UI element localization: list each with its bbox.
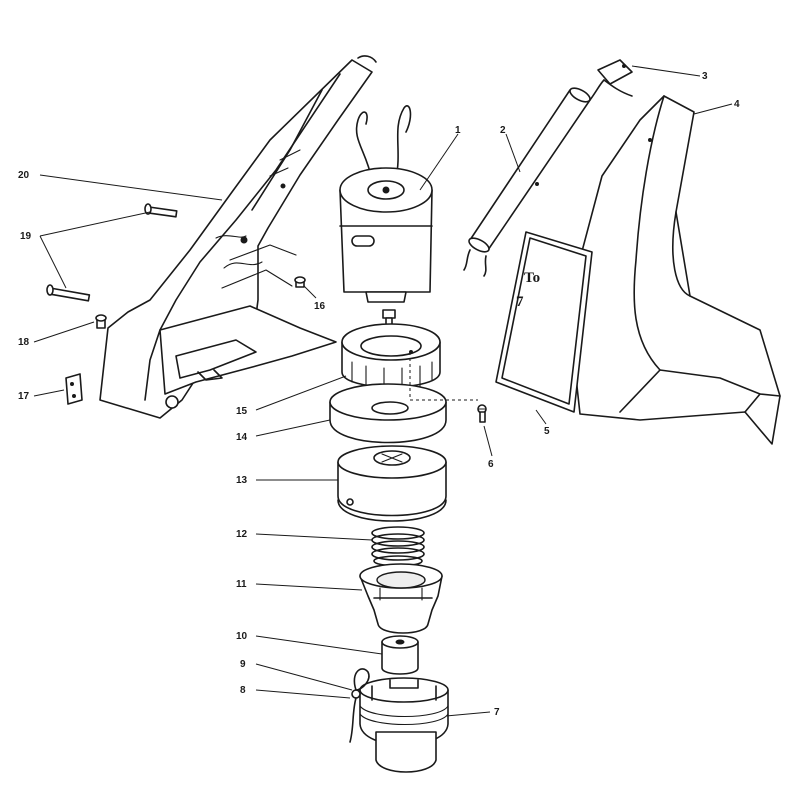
callout-17: 17 bbox=[18, 391, 30, 402]
callout-9: 9 bbox=[240, 659, 246, 670]
callout-13: 13 bbox=[236, 475, 248, 486]
part-16-screw bbox=[294, 276, 306, 288]
callout-8: 8 bbox=[240, 685, 246, 696]
alignment-lines bbox=[409, 352, 478, 401]
part-3-plug bbox=[589, 59, 633, 101]
callout-5: 5 bbox=[544, 426, 550, 437]
part-20-housing-half bbox=[99, 55, 377, 419]
part-2-cord-tube bbox=[463, 87, 591, 277]
part-5-label-card: To 7 bbox=[495, 231, 593, 413]
callout-3: 3 bbox=[702, 71, 708, 82]
label-card-line2: 7 bbox=[516, 294, 524, 310]
part-9-line bbox=[349, 668, 370, 743]
callout-16: 16 bbox=[314, 301, 326, 312]
part-1-motor bbox=[339, 105, 433, 303]
callout-10: 10 bbox=[236, 631, 248, 642]
callout-20: 20 bbox=[18, 170, 30, 181]
part-11-adapter bbox=[359, 563, 443, 634]
part-15-nut bbox=[341, 323, 441, 391]
callout-numbers: 1 2 3 4 5 6 7 8 9 10 11 12 13 14 15 16 1… bbox=[18, 71, 740, 718]
leader-lines bbox=[33, 65, 733, 717]
part-4-guard bbox=[567, 95, 781, 445]
part-8-eyelet bbox=[351, 689, 361, 699]
part-10-spacer bbox=[381, 635, 419, 675]
callout-7: 7 bbox=[494, 707, 500, 718]
part-19-screws bbox=[46, 203, 178, 302]
callout-19: 19 bbox=[20, 231, 32, 242]
callout-12: 12 bbox=[236, 529, 248, 540]
callout-15: 15 bbox=[236, 406, 248, 417]
callout-6: 6 bbox=[488, 459, 494, 470]
callout-18: 18 bbox=[18, 337, 30, 348]
callout-1: 1 bbox=[455, 125, 461, 136]
callout-11: 11 bbox=[236, 579, 247, 590]
label-card-line1: To bbox=[524, 270, 540, 286]
callout-14: 14 bbox=[236, 432, 248, 443]
callout-2: 2 bbox=[500, 125, 506, 136]
part-17-clip bbox=[65, 373, 83, 405]
part-7-housing bbox=[359, 677, 449, 773]
part-13-spool bbox=[337, 445, 447, 522]
part-6-screw bbox=[477, 404, 487, 423]
part-12-spring bbox=[371, 526, 425, 567]
part-14-cap bbox=[329, 383, 447, 444]
part-18-screw bbox=[95, 314, 107, 329]
callout-4: 4 bbox=[734, 99, 740, 110]
